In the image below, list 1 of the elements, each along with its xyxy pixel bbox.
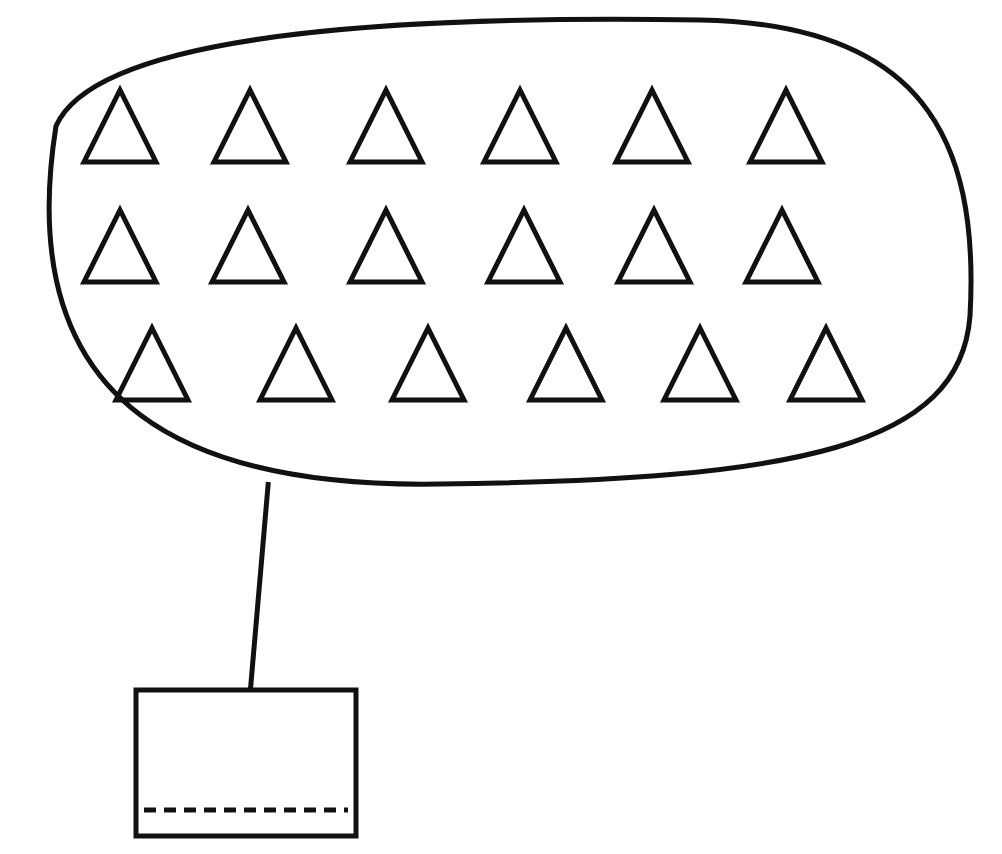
connector-line: [247, 481, 271, 691]
